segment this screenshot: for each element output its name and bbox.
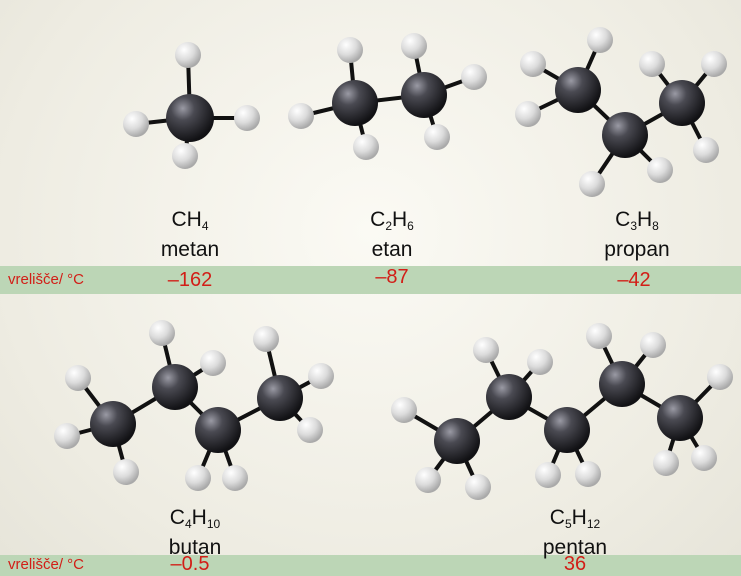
carbon-atom: [401, 72, 447, 118]
propane-model: [515, 27, 727, 197]
methane-model: [123, 42, 260, 169]
methane-name: metan: [160, 238, 220, 261]
hydrogen-atom: [691, 445, 717, 471]
ethane-label: C2H6 etan: [342, 208, 442, 262]
hydrogen-atom: [587, 27, 613, 53]
hydrogen-atom: [586, 323, 612, 349]
boiling-point-band-bottom: [0, 555, 741, 576]
hydrogen-atom: [172, 143, 198, 169]
butane-boiling-point: –0.5: [170, 553, 210, 575]
hydrogen-atom: [123, 111, 149, 137]
hydrogen-atom: [707, 364, 733, 390]
methane-label: CH4 metan: [140, 208, 240, 262]
hydrogen-atom: [175, 42, 201, 68]
carbon-atom: [152, 364, 198, 410]
hydrogen-atom: [353, 134, 379, 160]
boiling-point-band-top: [0, 266, 741, 294]
hydrogen-atom: [579, 171, 605, 197]
butane-name: butan: [168, 536, 222, 559]
hydrogen-atom: [415, 467, 441, 493]
hydrogen-atom: [149, 320, 175, 346]
pentane-formula: C5H12: [549, 506, 601, 531]
hydrogen-atom: [693, 137, 719, 163]
hydrogen-atom: [308, 363, 334, 389]
pentane-name: pentan: [542, 536, 608, 559]
hydrogen-atom: [253, 326, 279, 352]
carbon-atom: [434, 418, 480, 464]
hydrogen-atom: [575, 461, 601, 487]
hydrogen-atom: [222, 465, 248, 491]
hydrogen-atom: [337, 37, 363, 63]
hydrogen-atom: [391, 397, 417, 423]
boiling-point-label-top: vrelišče/ °C: [8, 271, 85, 288]
hydrogen-atom: [401, 33, 427, 59]
ethane-boiling-point: –87: [375, 266, 409, 288]
carbon-atom: [602, 112, 648, 158]
carbon-atom: [195, 407, 241, 453]
methane-boiling-point: –162: [167, 269, 213, 291]
butane-model: [54, 320, 334, 491]
hydrogen-atom: [113, 459, 139, 485]
hydrogen-atom: [647, 157, 673, 183]
hydrogen-atom: [54, 423, 80, 449]
carbon-atom: [555, 67, 601, 113]
pentane-model: [391, 323, 733, 500]
propane-label: C3H8 propan: [582, 208, 692, 262]
carbon-atom: [90, 401, 136, 447]
hydrogen-atom: [465, 474, 491, 500]
hydrogen-atom: [461, 64, 487, 90]
hydrogen-atom: [527, 349, 553, 375]
hydrogen-atom: [520, 51, 546, 77]
butane-label: C4H10 butan: [140, 506, 250, 560]
boiling-point-label-bottom: vrelišče/ °C: [8, 556, 85, 573]
hydrogen-atom: [515, 101, 541, 127]
hydrogen-atom: [535, 462, 561, 488]
propane-name: propan: [604, 238, 670, 261]
methane-formula: CH4: [171, 208, 209, 233]
carbon-atom: [659, 80, 705, 126]
propane-formula: C3H8: [615, 208, 659, 233]
carbon-atom: [544, 407, 590, 453]
pentane-label: C5H12 pentan: [520, 506, 630, 560]
hydrogen-atom: [288, 103, 314, 129]
hydrogen-atom: [234, 105, 260, 131]
ethane-formula: C2H6: [370, 208, 414, 233]
hydrogen-atom: [640, 332, 666, 358]
carbon-atom: [257, 375, 303, 421]
hydrogen-atom: [185, 465, 211, 491]
carbon-atom: [599, 361, 645, 407]
hydrogen-atom: [200, 350, 226, 376]
carbon-atom: [486, 374, 532, 420]
carbon-atom: [166, 94, 214, 142]
hydrogen-atom: [639, 51, 665, 77]
propane-boiling-point: –42: [617, 269, 651, 291]
ethane-model: [288, 33, 487, 160]
hydrogen-atom: [424, 124, 450, 150]
carbon-atom: [332, 80, 378, 126]
hydrogen-atom: [473, 337, 499, 363]
butane-formula: C4H10: [169, 506, 221, 531]
pentane-boiling-point: 36: [563, 553, 587, 575]
hydrogen-atom: [701, 51, 727, 77]
hydrogen-atom: [297, 417, 323, 443]
hydrogen-atom: [653, 450, 679, 476]
ethane-name: etan: [371, 238, 413, 261]
hydrogen-atom: [65, 365, 91, 391]
carbon-atom: [657, 395, 703, 441]
